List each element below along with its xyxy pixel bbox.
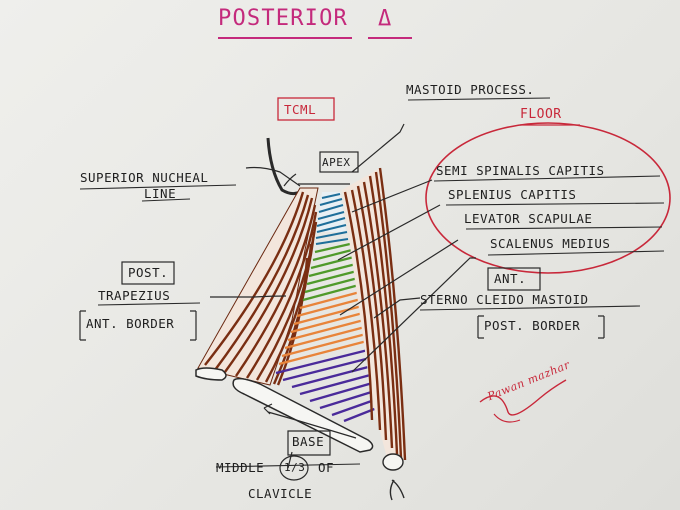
floor-heading: FLOOR xyxy=(520,107,562,122)
floor-item-semispinalis: SEMI SPINALIS CAPITIS xyxy=(436,163,605,178)
signature-underline xyxy=(493,413,521,423)
apex-label: APEX xyxy=(322,156,351,169)
base-label: BASE xyxy=(292,434,325,449)
label-underlines xyxy=(79,97,665,468)
tcml-label: TCML xyxy=(284,102,317,117)
ant-border-label: ANT. BORDER xyxy=(86,316,175,331)
post-border-label: POST. BORDER xyxy=(484,318,581,333)
post-label: POST. xyxy=(128,265,169,280)
title-symbol: Δ xyxy=(378,6,392,31)
clavicle-label: CLAVICLE xyxy=(248,486,313,501)
ant-label: ANT. xyxy=(494,271,527,286)
middle-label: MIDDLE xyxy=(216,460,265,475)
floor-item-levator: LEVATOR SCAPULAE xyxy=(464,211,593,226)
sternocleidomastoid-muscle xyxy=(342,167,407,501)
trapezius-muscle xyxy=(197,187,319,386)
scm-label: STERNO CLEIDO MASTOID xyxy=(420,292,589,307)
clavicle xyxy=(195,367,374,453)
tcml-box xyxy=(277,97,335,121)
one-third-label: 1/3 xyxy=(284,461,306,474)
floor-ellipse xyxy=(425,122,671,274)
floor-item-splenius: SPLENIUS CAPITIS xyxy=(448,187,577,202)
of-label: OF xyxy=(318,460,335,475)
superior-nuchal-line-label: LINE xyxy=(144,186,177,201)
floor-item-scalenus: SCALENUS MEDIUS xyxy=(490,236,611,251)
label-boxes xyxy=(79,151,605,481)
leader-lines xyxy=(210,123,476,469)
mastoid-label: MASTOID PROCESS. xyxy=(406,82,535,97)
occipital-outline xyxy=(266,137,301,196)
floor-muscles xyxy=(275,192,383,423)
trapezius-label: TRAPEZIUS xyxy=(98,288,171,303)
signature-flourish xyxy=(479,379,567,416)
superior-nuchal-label: SUPERIOR NUCHEAL xyxy=(80,170,209,185)
title: POSTERIOR xyxy=(218,6,349,31)
